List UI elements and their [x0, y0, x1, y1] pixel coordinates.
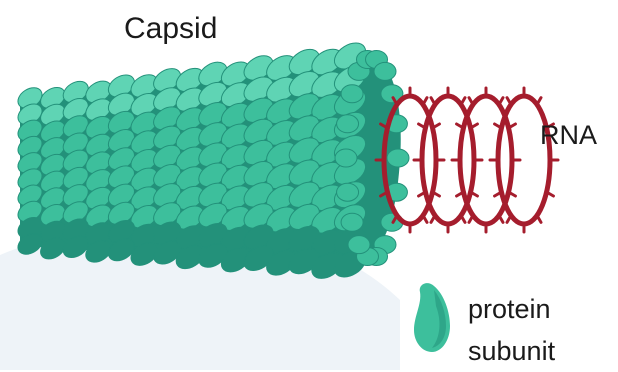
rna-base [537, 215, 541, 222]
capsid-end-subunit [337, 115, 359, 133]
rna-base [507, 98, 511, 105]
rna-base [461, 98, 465, 105]
capsid-end-subunit [341, 213, 363, 231]
protein-subunit-label-line1: protein [468, 288, 555, 330]
rna-base [431, 215, 435, 222]
capsid-label: Capsid [124, 12, 217, 46]
rna-base [537, 98, 541, 105]
capsid-end-subunit [348, 236, 370, 254]
rna-base [423, 215, 427, 222]
rna-base [461, 215, 465, 222]
rna-base [499, 98, 503, 105]
capsid-end-subunit [335, 149, 357, 167]
rna-base [423, 98, 427, 105]
rna-base [469, 215, 473, 222]
capsid-subunit-rows [14, 38, 409, 284]
rna-helix-turn [498, 96, 550, 224]
rna-label: RNA [540, 120, 597, 151]
capsid-end-subunit [337, 183, 359, 201]
rna-base [507, 215, 511, 222]
protein-subunit-label-line2: subunit [468, 330, 555, 372]
capsid-end-subunit [374, 62, 396, 80]
protein-subunit-icon [414, 283, 450, 352]
capsid-end-subunit [341, 85, 363, 103]
rna-base [431, 98, 435, 105]
rna-base [499, 215, 503, 222]
capsid-end-subunit [387, 149, 409, 167]
rna-base [469, 98, 473, 105]
protein-subunit-label: protein subunit [468, 288, 555, 372]
